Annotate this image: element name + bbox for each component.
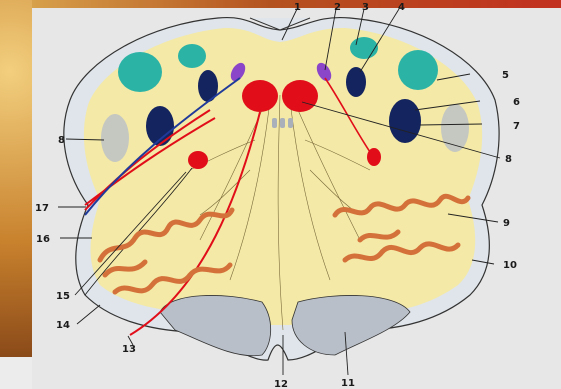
label-11: 11 <box>341 378 355 389</box>
central-gray-dots <box>272 118 293 128</box>
red-nucleus-right <box>282 80 318 112</box>
label-12: 12 <box>274 379 288 389</box>
label-2: 2 <box>334 2 341 13</box>
teal-nucleus-right-large <box>398 50 438 90</box>
lateral-gray-patch-right <box>441 104 469 152</box>
teal-nucleus-left-small <box>178 44 206 68</box>
red-small-nucleus-left <box>188 151 208 169</box>
label-4: 4 <box>398 2 405 13</box>
label-5: 5 <box>502 70 509 81</box>
label-14: 14 <box>56 320 70 331</box>
red-nucleus-left <box>242 80 278 112</box>
navy-nucleus-right-lower <box>389 99 421 143</box>
label-8-right: 8 <box>505 154 512 165</box>
label-1: 1 <box>294 2 301 13</box>
navy-nucleus-right-upper <box>346 67 366 97</box>
label-9: 9 <box>503 218 510 229</box>
bottom-lobe-right <box>292 295 410 355</box>
label-17: 17 <box>35 203 49 214</box>
label-10: 10 <box>503 260 517 271</box>
label-13: 13 <box>122 344 136 355</box>
label-3: 3 <box>362 2 369 13</box>
label-16: 16 <box>36 234 50 245</box>
bottom-lobe-left <box>160 295 271 355</box>
label-7: 7 <box>513 121 520 132</box>
teal-nucleus-right-small <box>350 37 378 59</box>
label-8-left: 8 <box>58 135 65 146</box>
lateral-gray-patch-left <box>101 114 129 162</box>
label-6: 6 <box>513 97 520 108</box>
label-15: 15 <box>56 291 70 302</box>
teal-nucleus-left-large <box>118 52 162 92</box>
